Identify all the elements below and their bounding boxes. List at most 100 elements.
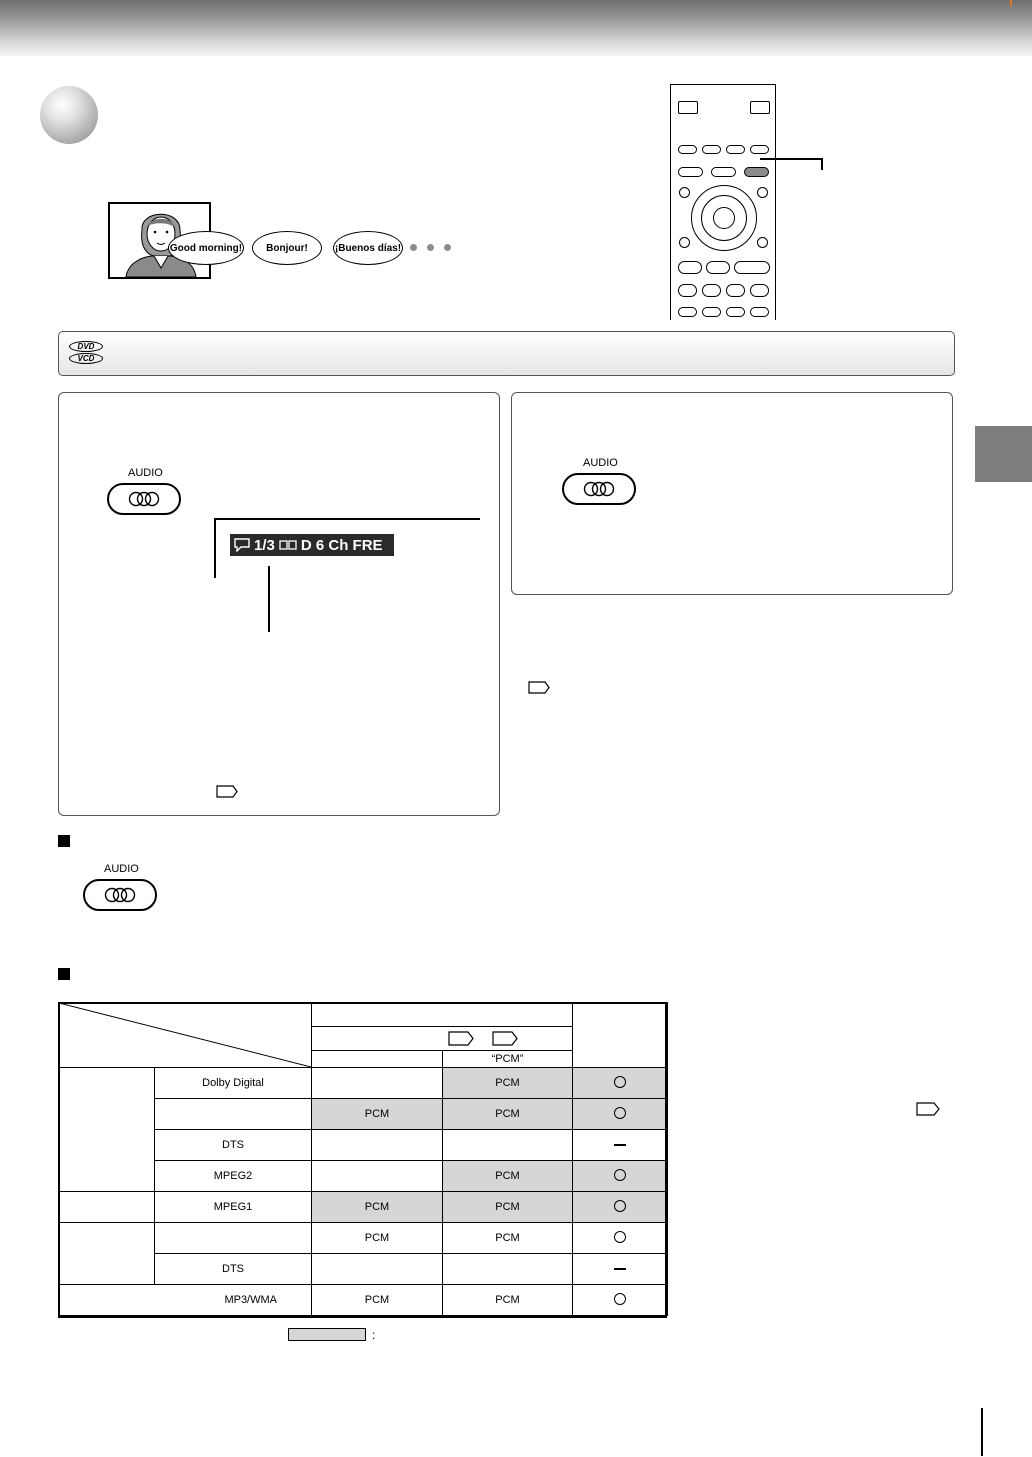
speech-bubble-icon — [234, 538, 250, 552]
analog-cell — [572, 1222, 668, 1254]
remote-button — [678, 261, 702, 274]
table-cell — [311, 1067, 443, 1099]
remote-button — [726, 145, 745, 154]
table-cell: PCM — [311, 1098, 443, 1130]
remote-dpad-icon — [691, 185, 757, 251]
osd-track: 1/3 — [254, 536, 275, 554]
header-band — [0, 0, 1032, 56]
table-cell: PCM — [442, 1098, 573, 1130]
remote-button — [757, 187, 768, 198]
table-cell: PCM — [442, 1284, 573, 1316]
chapter-side-tab — [975, 426, 1032, 482]
callout-line — [760, 158, 822, 160]
remote-enter-button — [713, 207, 735, 229]
remote-button — [750, 145, 769, 154]
remote-button — [678, 284, 697, 297]
analog-cell — [572, 1067, 668, 1099]
page-reference-icon — [448, 1031, 474, 1046]
audio-button[interactable] — [562, 473, 636, 505]
audio-output-table: “PCM” Dolby Digital PCM PCM PCM DTS MPEG… — [58, 1002, 668, 1316]
diagonal-line — [59, 1003, 311, 1067]
audio-format-cell — [154, 1222, 312, 1254]
table-cell — [442, 1253, 573, 1285]
audio-format-cell — [154, 1098, 312, 1130]
section-bullet-icon — [58, 835, 70, 847]
bitstream-header — [311, 1050, 443, 1068]
table-cell — [442, 1129, 573, 1161]
table-cell: PCM — [442, 1222, 573, 1254]
remote-control-illustration — [670, 84, 776, 320]
table-cell — [311, 1160, 443, 1192]
shading-legend-swatch — [288, 1328, 366, 1341]
dolby-icon — [279, 540, 297, 550]
woman-face-icon — [125, 213, 197, 278]
remote-open-button — [750, 101, 770, 114]
remote-button — [678, 167, 703, 177]
table-cell: PCM — [311, 1191, 443, 1223]
remote-dpad-inner — [701, 195, 747, 241]
remote-power-button — [678, 101, 698, 114]
osd-format: D 6 Ch FRE — [300, 536, 383, 554]
circle-icon — [614, 1075, 626, 1088]
analog-cell — [572, 1253, 668, 1285]
vcd-badge-icon: VCD — [69, 353, 103, 364]
disc-type-cell — [58, 1067, 155, 1192]
speech-bubble: Good morning! — [168, 231, 244, 265]
remote-button — [726, 307, 745, 317]
table-cell: PCM — [442, 1160, 573, 1192]
table-cell: PCM — [442, 1067, 573, 1099]
audio-format-cell: MPEG2 — [154, 1160, 312, 1192]
dvd-audio-panel — [58, 392, 500, 816]
table-corner-header — [58, 1002, 312, 1068]
woman-illustration — [108, 202, 211, 279]
remote-button — [726, 284, 745, 297]
remote-button — [678, 145, 697, 154]
page-reference-icon — [216, 785, 238, 798]
circle-icon — [614, 1292, 626, 1305]
audio-button-label: AUDIO — [104, 863, 139, 875]
analog-cell — [572, 1284, 668, 1316]
page-number-rule — [981, 1408, 983, 1456]
pcm-header: “PCM” — [442, 1050, 573, 1068]
ellipsis-dot — [444, 244, 451, 251]
circle-icon — [614, 1230, 626, 1243]
analog-cell — [572, 1098, 668, 1130]
audio-button[interactable] — [83, 879, 157, 911]
legend-colon: : — [372, 1328, 376, 1342]
audio-format-cell: DTS — [154, 1129, 312, 1161]
table-cell: PCM — [442, 1191, 573, 1223]
audio-button-label: AUDIO — [583, 457, 618, 469]
osd-audio-display: 1/3 D 6 Ch FRE — [230, 534, 394, 556]
remote-button — [702, 145, 721, 154]
analog-cell — [572, 1129, 668, 1161]
remote-button — [750, 284, 769, 297]
screen-frame-top — [214, 518, 480, 520]
disc-type-cell — [58, 1222, 155, 1285]
remote-button — [678, 307, 697, 317]
table-cell: PCM — [311, 1284, 443, 1316]
table-cell — [311, 1129, 443, 1161]
audio-button[interactable] — [107, 483, 181, 515]
remote-button — [702, 284, 721, 297]
remote-button — [706, 261, 730, 274]
table-cell: PCM — [311, 1222, 443, 1254]
remote-button — [679, 237, 690, 248]
audio-rings-icon — [583, 481, 615, 497]
analog-header — [572, 1002, 668, 1068]
callout-line — [821, 158, 823, 170]
audio-format-cell: Dolby Digital — [154, 1067, 312, 1099]
output-setting-header — [311, 1026, 573, 1051]
disc-type-cell — [58, 1191, 155, 1223]
circle-icon — [614, 1168, 626, 1181]
speech-bubble: Bonjour! — [252, 231, 322, 265]
audio-rings-icon — [104, 887, 136, 903]
audio-rings-icon — [128, 491, 160, 507]
audio-format-cell: MPEG1 — [154, 1191, 312, 1223]
audio-format-cell: DTS — [154, 1253, 312, 1285]
screen-frame-left — [214, 518, 216, 578]
dash-icon — [614, 1144, 626, 1146]
ellipsis-dot — [427, 244, 434, 251]
audio-format-cell: MP3/WMA — [58, 1284, 312, 1316]
speech-bubble: ¡Buenos días! — [333, 231, 403, 265]
table-cell — [311, 1253, 443, 1285]
